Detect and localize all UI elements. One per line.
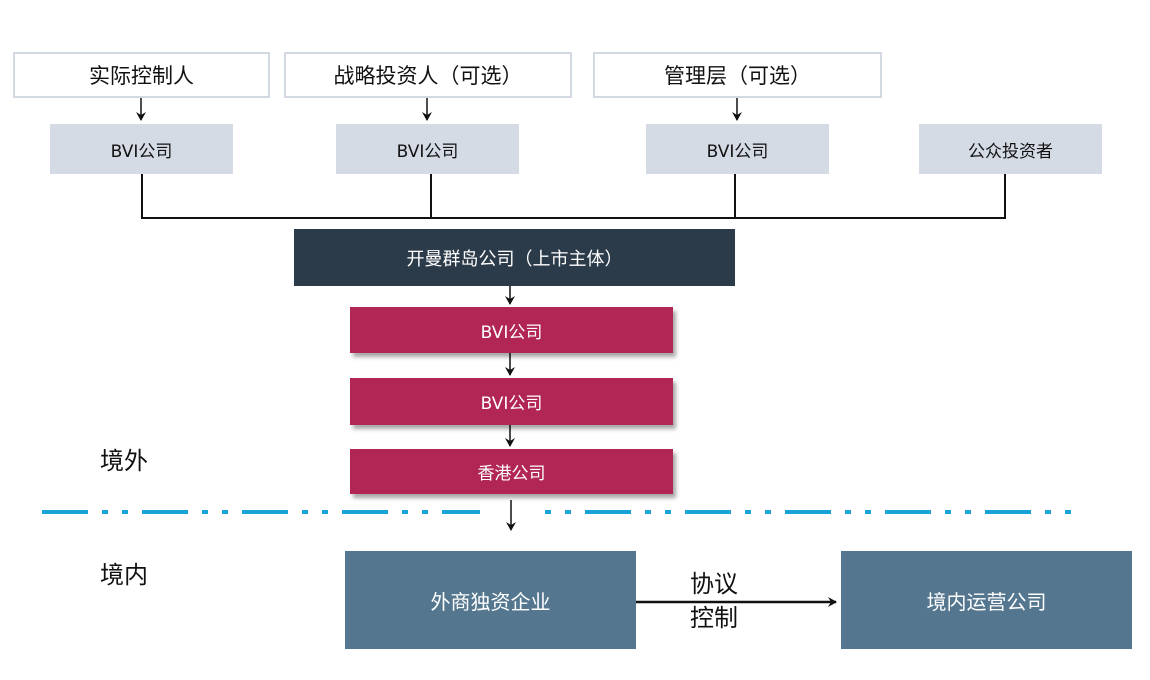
wfoe-label: 外商独资企业 [430,589,551,614]
bvi-label: BVI公司 [110,141,173,162]
contractual-control-line1: 协议 [690,570,738,598]
wfoe-box: 外商独资企业 [345,551,636,649]
management-label: 管理层（可选） [664,64,811,88]
chain-bvi-box-2: BVI公司 [350,378,673,425]
onshore-label: 境内 [100,561,148,589]
bvi-label: BVI公司 [396,141,459,162]
public-investors-label: 公众投资者 [968,141,1053,162]
strategic-investor-box: 战略投资人（可选） [284,52,572,98]
offshore-label: 境外 [100,447,148,475]
domestic-operating-company-box: 境内运营公司 [841,551,1132,649]
hong-kong-company-box: 香港公司 [350,449,673,494]
ownership-bracket [141,174,1006,219]
bvi-label: BVI公司 [706,141,769,162]
chain-bvi-label-2: BVI公司 [480,394,543,414]
cayman-listed-entity-label: 开曼群岛公司（上市主体） [406,248,623,270]
cayman-listed-entity-box: 开曼群岛公司（上市主体） [294,229,735,286]
chain-bvi-label-1: BVI公司 [480,322,543,343]
management-box: 管理层（可选） [593,52,882,98]
bvi-box-investor: BVI公司 [336,124,519,174]
bvi-box-controller: BVI公司 [50,124,233,174]
strategic-investor-label: 战略投资人（可选） [333,64,523,88]
public-investors-box: 公众投资者 [919,124,1102,174]
actual-controller-box: 实际控制人 [13,52,270,98]
domestic-operating-company-label: 境内运营公司 [926,589,1047,614]
actual-controller-label: 实际控制人 [89,64,194,88]
chain-bvi-box-1: BVI公司 [350,307,673,353]
hong-kong-company-label: 香港公司 [477,464,546,484]
contractual-control-text: 协议 控制 [672,568,756,634]
bvi-box-management: BVI公司 [646,124,829,174]
contractual-control-line2: 控制 [690,604,738,632]
